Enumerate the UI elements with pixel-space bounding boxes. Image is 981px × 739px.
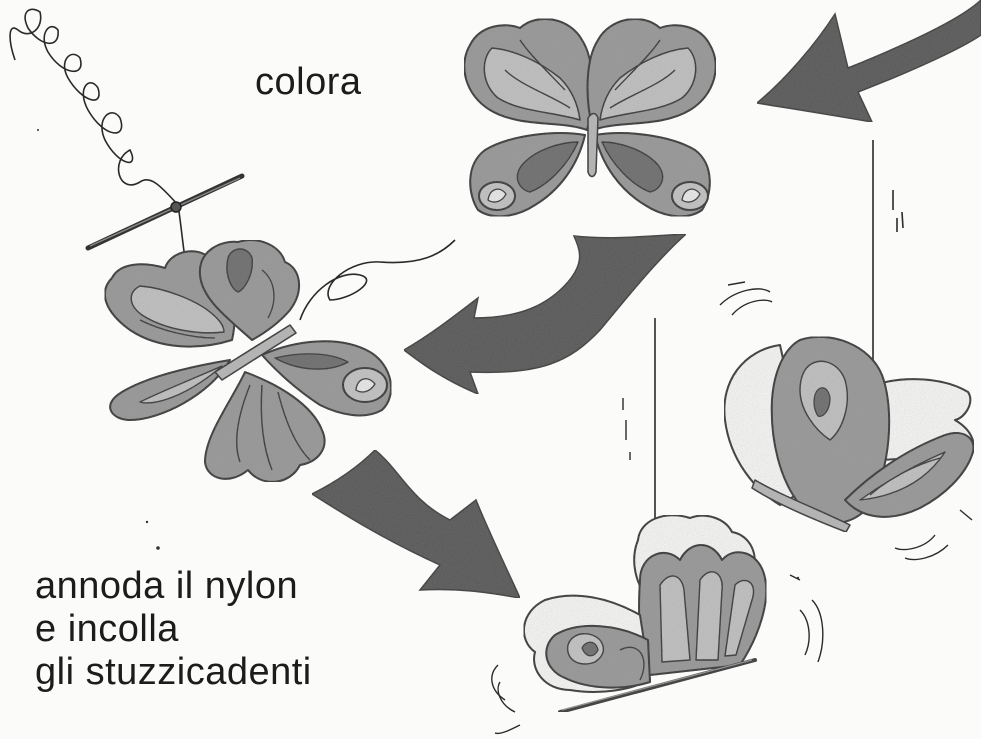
hanging-thread-right <box>873 140 903 360</box>
instruction-line-1: annoda il nylon <box>35 566 312 609</box>
arrow-middle <box>404 234 686 394</box>
butterfly-tied <box>105 240 391 482</box>
butterfly-hanging-low <box>524 515 766 712</box>
step-label-colora: colora <box>255 62 362 102</box>
butterfly-flat <box>464 19 715 216</box>
arrow-bottom-left <box>312 450 520 598</box>
assembly-instructions: annoda il nylon e incolla gli stuzzicade… <box>35 566 312 695</box>
arrow-top-right <box>757 0 981 122</box>
toothpick-icon <box>88 176 242 248</box>
instruction-line-2: e incolla <box>35 609 312 652</box>
instruction-line-3: gli stuzzicadenti <box>35 652 312 695</box>
butterfly-hanging-right <box>724 337 973 532</box>
